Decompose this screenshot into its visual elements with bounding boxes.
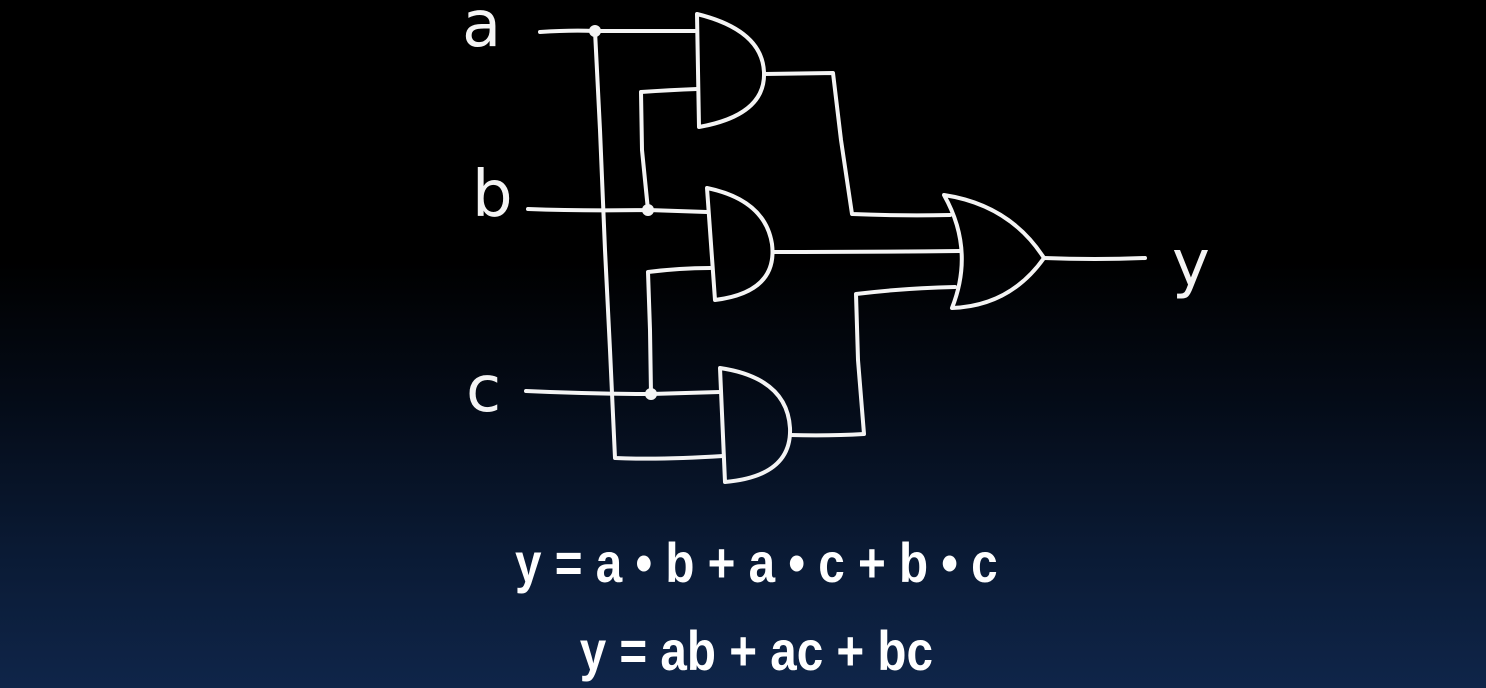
equation-expanded: y = a • b + a • c + b • c [515, 531, 998, 594]
wire-and2-to-or [772, 249, 962, 254]
wire-input-c [524, 389, 722, 396]
wire-c-bus [646, 266, 712, 396]
wire-output-y [1042, 256, 1147, 261]
wire-a-bus [593, 29, 725, 461]
or-gate [942, 193, 1046, 310]
wire-and3-to-or [788, 285, 957, 438]
and-gate-3 [718, 366, 793, 484]
input-label-c: c [466, 353, 501, 427]
wire-input-b [526, 207, 709, 214]
wire-and1-to-or [762, 71, 952, 218]
input-label-a: a [462, 0, 501, 62]
logic-circuit-diagram: a b c y [462, 0, 1210, 484]
output-label-y: y [1172, 227, 1210, 301]
and-gate-1 [695, 12, 767, 129]
wire-input-a [538, 28, 697, 34]
junction-dot-b [642, 204, 654, 216]
and-gate-2 [705, 186, 775, 302]
junction-dot-a [589, 25, 601, 37]
input-label-b: b [472, 158, 513, 232]
junction-dot-c [645, 388, 657, 400]
equation-simplified: y = ab + ac + bc [579, 619, 933, 682]
wire-b-bus [639, 87, 699, 212]
